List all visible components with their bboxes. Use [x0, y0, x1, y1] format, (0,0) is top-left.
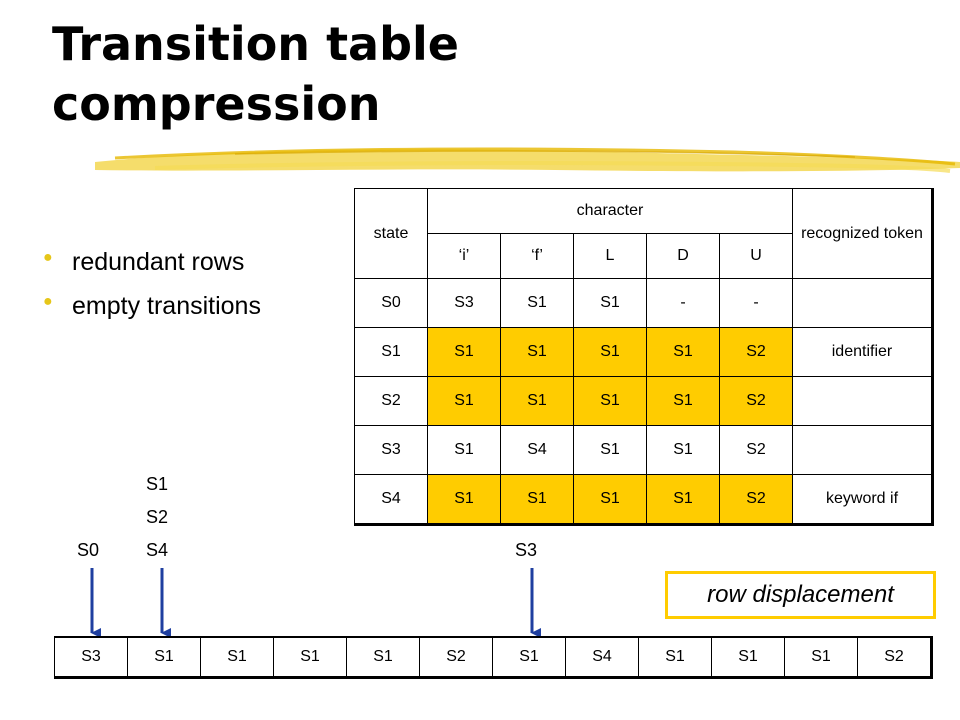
transition-cell: S1: [427, 474, 501, 525]
transition-cell: S1: [573, 376, 647, 426]
slide-title: Transition table compression: [52, 17, 459, 131]
bullet-list: ●redundant rows ●empty transitions: [40, 240, 261, 328]
pointer-label-s3: S3: [515, 540, 538, 560]
brush-stroke-decoration: [95, 147, 960, 173]
bullet-item: ●redundant rows: [43, 248, 245, 276]
transition-cell: S1: [646, 474, 720, 525]
array-cell: S2: [419, 636, 493, 678]
bullet-dot-icon: ●: [43, 249, 53, 266]
transition-cell: S1: [500, 474, 574, 525]
pointer-label-s0: S0: [77, 540, 100, 560]
array-cell: S4: [565, 636, 639, 678]
pointer-label-s1: S1: [146, 474, 169, 494]
pointer-label-s2: S2: [146, 507, 169, 527]
transition-cell: S1: [573, 474, 647, 525]
array-cell: S1: [711, 636, 785, 678]
transition-cell: S1: [500, 376, 574, 426]
array-cell: S1: [638, 636, 712, 678]
token-cell: keyword if: [792, 474, 933, 525]
transition-cell: S4: [500, 425, 574, 475]
bullet-dot-icon: ●: [43, 293, 53, 310]
char-header: ‘i’: [427, 233, 501, 279]
row-displacement-label: row displacement: [665, 571, 936, 619]
array-cell: S1: [200, 636, 274, 678]
transition-cell: S1: [573, 278, 647, 328]
transition-cell: S1: [500, 327, 574, 377]
transition-cell: S1: [646, 327, 720, 377]
transition-cell: S2: [719, 474, 793, 525]
transition-table: state character recognized token ‘i’ ‘f’…: [354, 188, 934, 526]
array-cell: S1: [346, 636, 420, 678]
transition-cell: S1: [646, 425, 720, 475]
transition-cell: S3: [427, 278, 501, 328]
array-cell: S2: [857, 636, 932, 678]
array-cell: S3: [54, 636, 128, 678]
array-cell: S1: [784, 636, 858, 678]
pointer-label-s4: S4: [146, 540, 169, 560]
array-cell: S1: [127, 636, 201, 678]
transition-cell: S1: [573, 425, 647, 475]
transition-cell: S1: [427, 327, 501, 377]
transition-cell: S1: [500, 278, 574, 328]
array-cell: S1: [492, 636, 566, 678]
array-cell: S1: [273, 636, 347, 678]
state-cell: S3: [354, 425, 428, 475]
transition-cell: S2: [719, 425, 793, 475]
token-cell: [792, 278, 933, 328]
transition-cell: -: [719, 278, 793, 328]
char-header: U: [719, 233, 793, 279]
bullet-item: ●empty transitions: [43, 292, 261, 320]
transition-cell: S1: [427, 376, 501, 426]
transition-cell: S1: [427, 425, 501, 475]
transition-cell: S1: [573, 327, 647, 377]
